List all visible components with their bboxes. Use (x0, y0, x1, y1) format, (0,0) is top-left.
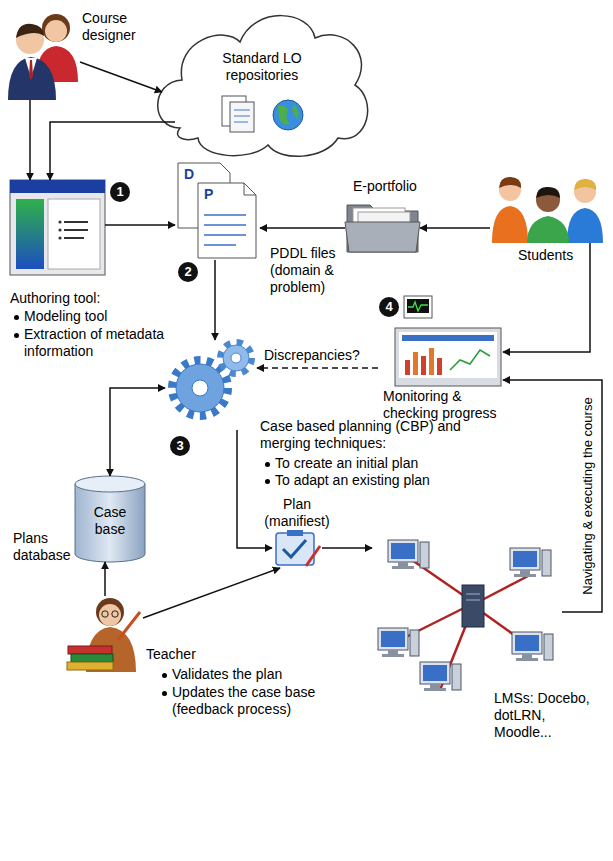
node-label: Students (518, 247, 593, 264)
lms-network (400, 560, 535, 690)
node-label: PDDL files (domain & problem) (270, 245, 354, 295)
designer-node: Course designer (8, 8, 80, 100)
portfolio-folder (345, 205, 420, 252)
plan-node: Plan (manifiest) (272, 530, 322, 568)
teacher-node: TeacherValidates the planUpdates the cas… (68, 596, 143, 672)
node-label: Plans database (13, 530, 73, 564)
lms-node: LMSs: Docebo, dotLRN, Moodle... (372, 535, 562, 690)
node-label: Course designer (82, 10, 162, 44)
callout-number: 2 (178, 262, 198, 282)
bullet-dot (14, 315, 19, 320)
node-label: D (184, 166, 200, 183)
node-label: Case based planning (CBP) and merging te… (260, 418, 465, 452)
flow-arrow (80, 62, 162, 92)
callout-number: 4 (379, 297, 399, 317)
bullet-dot (265, 479, 270, 484)
bullet-text: Modeling tool (24, 308, 194, 325)
node-label: Standard LO repositories (192, 50, 332, 84)
bullet-text: To create an initial plan (275, 455, 470, 472)
plan-icon (276, 530, 320, 566)
flow-arrow (322, 547, 372, 549)
edge-label: Discrepancies? (262, 347, 362, 364)
node-label: P (204, 186, 220, 203)
authoring-tool-node: Authoring tool:Modeling toolExtraction o… (10, 180, 105, 275)
gears-icon (173, 343, 251, 415)
node-label: Monitoring & checking progress (383, 388, 515, 422)
students-node: Students (490, 165, 605, 243)
node-label: Authoring tool: (10, 290, 190, 307)
bullet-text: Updates the case base (feedback process) (172, 684, 342, 718)
node-label: Plan (manifiest) (260, 496, 334, 530)
flow-arrow (260, 227, 345, 229)
students-icon (492, 177, 603, 243)
node-label: E-portfolio (353, 178, 443, 195)
bullet-dot (162, 673, 167, 678)
bullet-dot (162, 691, 167, 696)
bullet-text: To adapt an existing plan (275, 472, 470, 489)
callout-number: 3 (170, 436, 190, 456)
database-cylinder (75, 476, 145, 562)
bullet-dot (265, 462, 270, 467)
portfolio-node: E-portfolio (345, 200, 420, 252)
flow-arrow (143, 568, 280, 618)
node-label: Teacher (146, 646, 216, 663)
flow-arrow (110, 388, 165, 476)
planning-node: Case based planning (CBP) and merging te… (165, 340, 257, 430)
dashed-arrow (257, 367, 378, 369)
authoring-window (10, 180, 105, 275)
flow-arrow (104, 562, 106, 596)
teacher-icon (67, 598, 140, 672)
pddl-files-node: DPPDDL files (domain & problem) (175, 160, 260, 260)
node-label: Case base (85, 504, 135, 538)
node-label: LMSs: Docebo, dotLRN, Moodle... (494, 690, 606, 740)
edge-label: Navigating & executing the course (580, 395, 596, 596)
monitor-icon (395, 296, 501, 386)
flow-arrow (420, 227, 490, 229)
case-base-node: Case basePlans database (75, 476, 145, 562)
designer-icon (8, 14, 78, 100)
monitoring-node: Monitoring & checking progress (378, 318, 503, 388)
lms-computers (378, 540, 553, 691)
bullet-dot (14, 333, 19, 338)
repository-cloud (158, 16, 368, 157)
callout-number: 1 (110, 182, 130, 202)
flow-arrow (29, 100, 31, 180)
bullet-text: Extraction of metadata information (24, 326, 184, 360)
flow-arrow (503, 380, 602, 612)
repository-cloud-node: Standard LO repositories (160, 4, 365, 160)
flow-arrow (214, 260, 216, 340)
bullet-text: Validates the plan (172, 666, 372, 683)
flow-arrow (105, 224, 175, 226)
flow-arrow (50, 122, 175, 180)
pddl-documents (178, 163, 256, 258)
